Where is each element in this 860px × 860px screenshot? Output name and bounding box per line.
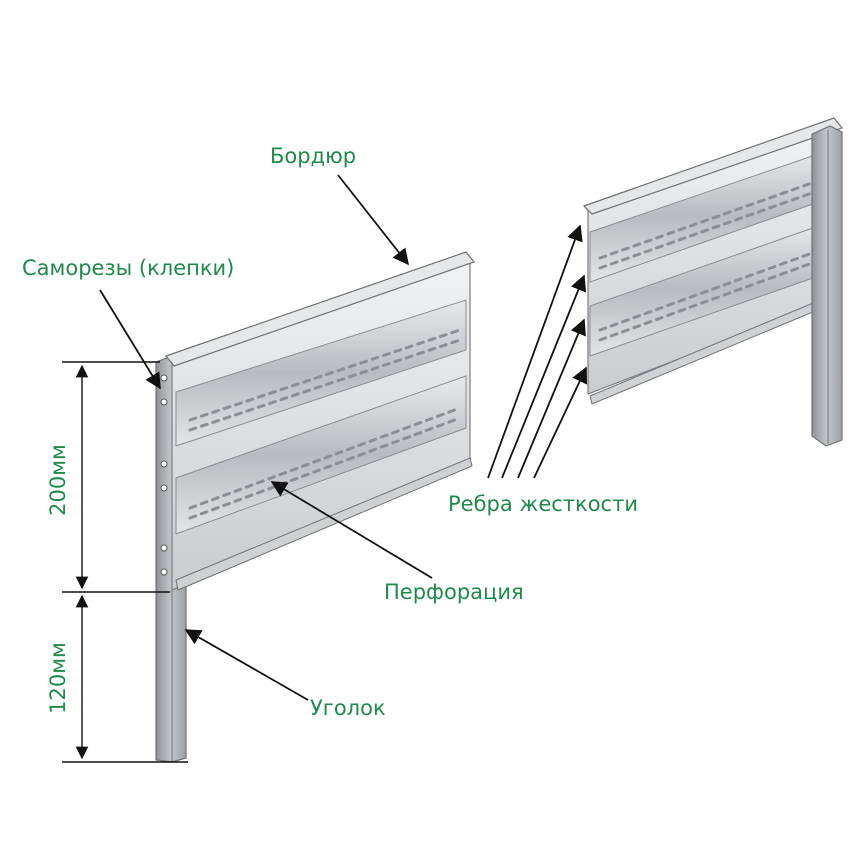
left-bottom-lip (175, 457, 473, 591)
dimension-label-120: 120мм (46, 642, 70, 714)
rivets (160, 374, 168, 576)
ribs-arrow-4 (533, 366, 588, 479)
ribs-arrow-1 (487, 224, 583, 479)
left-border-cap (165, 251, 475, 367)
right-corner-post (811, 125, 843, 447)
corner-arrow (184, 629, 309, 701)
label-corner: Уголок (310, 696, 386, 720)
right-bed-panel (582, 117, 844, 447)
border-arrow (337, 174, 410, 266)
right-perforation (598, 176, 828, 342)
dimension-label-200: 200мм (46, 444, 70, 516)
left-perforation (188, 328, 462, 520)
ribs-arrow-3 (517, 318, 586, 479)
screws-arrow (99, 289, 161, 390)
left-rib-2 (175, 375, 467, 535)
label-border: Бордюр (270, 144, 357, 168)
left-bed-panel (155, 251, 475, 763)
callout-arrows (99, 174, 588, 701)
perforation-arrow (270, 481, 433, 579)
label-ribs: Ребра жесткости (448, 492, 638, 516)
right-border-cap (582, 117, 844, 215)
label-screws: Саморезы (клепки) (22, 256, 235, 280)
label-perforation: Перфорация (384, 580, 524, 604)
ribs-arrow-2 (501, 274, 587, 479)
